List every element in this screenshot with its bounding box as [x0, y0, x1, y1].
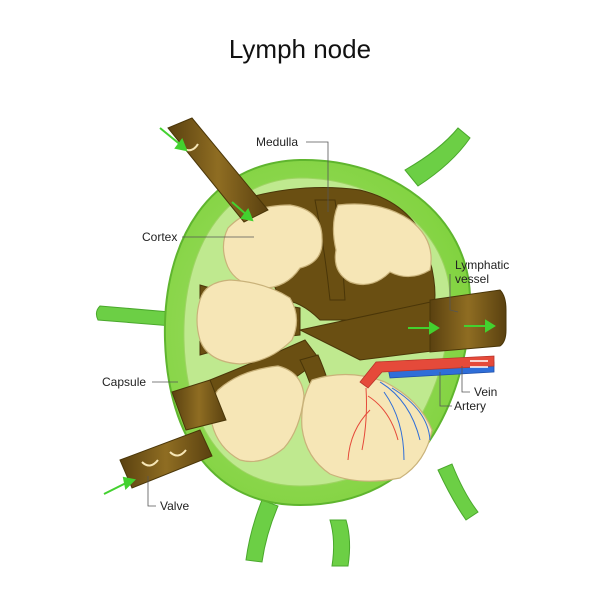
label-lymphatic-vessel-line2: vessel: [455, 272, 489, 286]
diagram-title: Lymph node: [229, 34, 371, 64]
follicle-top-right: [332, 203, 432, 285]
leader-medulla: [306, 141, 329, 212]
label-artery: Artery: [454, 399, 486, 413]
external-vessel-stubs: [95, 127, 479, 567]
arrow-bottom-in: [103, 476, 137, 495]
follicle-bottom-right: [301, 373, 433, 482]
label-vein: Vein: [474, 385, 497, 399]
arrow-top-mid: [231, 201, 254, 222]
arrow-top-in: [159, 127, 188, 152]
label-lymphatic-vessel-line1: Lymphatic: [455, 258, 509, 272]
afferent-vessels: [119, 117, 269, 489]
flow-arrows: [103, 127, 496, 495]
bottom-right-vessel-stub: [437, 463, 479, 521]
afferent-vessel-top: [167, 117, 269, 223]
follicles: [196, 203, 433, 482]
blood-vessels: [347, 355, 495, 461]
capillary-tree: [347, 381, 431, 461]
arrow-efferent-1: [408, 321, 440, 335]
follicle-top-left: [222, 204, 323, 289]
leader-vein: [461, 366, 470, 393]
afferent-vessel-left-lower: [171, 379, 227, 431]
label-valve: Valve: [160, 499, 189, 513]
arrow-efferent-2: [464, 319, 496, 333]
leader-artery: [439, 372, 452, 407]
valve-bottom-1: [141, 459, 159, 467]
label-capsule: Capsule: [102, 375, 146, 389]
left-vessel-stub: [95, 305, 173, 327]
efferent-lymphatic-vessel: [429, 289, 507, 353]
label-cortex: Cortex: [142, 230, 177, 244]
valve-bottom-2: [169, 449, 187, 457]
bottom-center-vessel-stub: [329, 519, 351, 567]
top-right-vessel-stub: [404, 127, 471, 187]
artery: [359, 355, 495, 389]
follicle-left: [196, 279, 298, 365]
leader-valve: [147, 476, 156, 507]
bottom-vessel-stub: [245, 499, 279, 563]
label-medulla: Medulla: [256, 135, 298, 149]
leader-lines: [147, 141, 470, 507]
leader-lymphatic-vessel: [449, 274, 459, 313]
